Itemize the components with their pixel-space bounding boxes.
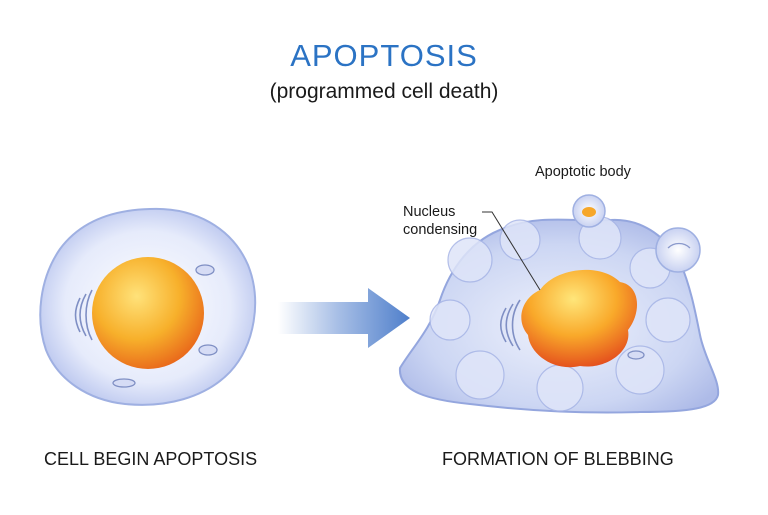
apoptotic-body-label: Apoptotic body: [535, 164, 631, 180]
diagram-title: APOPTOSIS: [290, 38, 478, 73]
nucleus: [92, 257, 204, 369]
endoplasmic-reticulum: [74, 289, 93, 341]
mitochondrion: [195, 264, 215, 276]
apoptotic-bodies: [572, 194, 701, 273]
endoplasmic-reticulum: [499, 299, 521, 351]
nucleus-label-line1: Nucleus: [403, 204, 456, 220]
mitochondrion: [112, 378, 136, 388]
caption-cell-begin-apoptosis: CELL BEGIN APOPTOSIS: [44, 449, 258, 469]
normal-cell: [39, 207, 257, 406]
diagram-subtitle: (programmed cell death): [269, 80, 499, 103]
nuclear-fragment: [582, 207, 596, 217]
condensed-nucleus: [521, 269, 638, 368]
mitochondrion: [198, 344, 218, 356]
nucleus-label-line2: condensing: [403, 222, 478, 238]
nucleus-leader-line: [482, 211, 541, 291]
transition-arrow: [278, 288, 410, 348]
apoptotic-body: [655, 227, 701, 273]
nucleus-condensing-label: Nucleus condensing: [403, 203, 477, 239]
caption-formation-of-blebbing: FORMATION OF BLEBBING: [442, 449, 674, 469]
mitochondrion: [627, 350, 645, 360]
